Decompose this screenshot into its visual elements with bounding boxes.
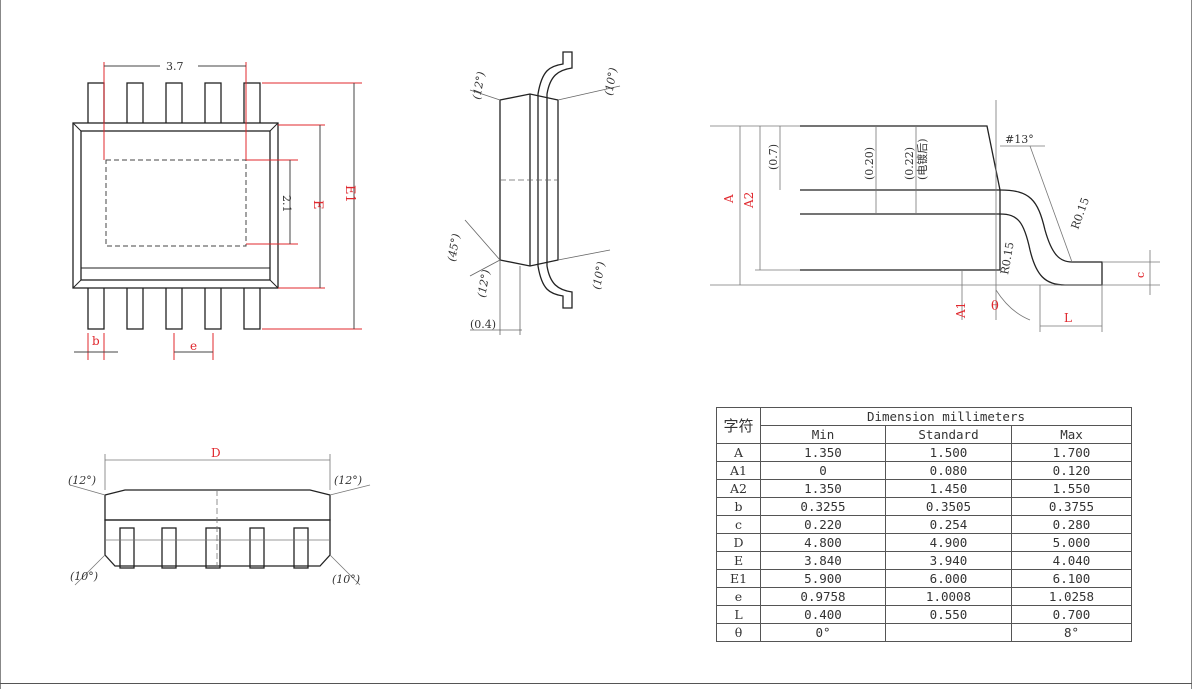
row-standard: 4.900 xyxy=(885,533,1012,552)
side-angle-bottom-left: (12°) xyxy=(475,269,493,299)
row-symbol: c xyxy=(716,515,761,534)
row-symbol: θ xyxy=(716,623,761,642)
side-view: (12°) (10°) (45°) (12°) (10°) (0.4) xyxy=(445,51,621,335)
row-min: 5.900 xyxy=(760,569,886,588)
row-standard: 1.450 xyxy=(885,479,1012,498)
bottom-view: D (12°) (12°) (10°) (10°) xyxy=(68,446,371,586)
row-min: 0.220 xyxy=(760,515,886,534)
dim-theta-label: θ xyxy=(991,299,999,314)
pad-height-label: 2.1 xyxy=(280,195,293,213)
dim-a-label: A xyxy=(722,194,736,204)
dim-c-label: c xyxy=(1134,272,1147,278)
row-max: 1.550 xyxy=(1011,479,1132,498)
symbol-header: 字符 xyxy=(716,407,761,444)
row-min: 1.350 xyxy=(760,443,886,462)
col-max-header: Max xyxy=(1011,425,1132,444)
side-angle-45: (45°) xyxy=(445,233,463,263)
row-min: 1.350 xyxy=(760,479,886,498)
row-standard: 6.000 xyxy=(885,569,1012,588)
side-angle-bottom-right: (10°) xyxy=(590,261,608,291)
dim-a2-label: A2 xyxy=(742,192,756,209)
row-min: 0.3255 xyxy=(760,497,886,516)
row-standard xyxy=(885,623,1012,642)
row-max: 1.700 xyxy=(1011,443,1132,462)
dim-b-label: b xyxy=(92,334,100,348)
row-standard: 1.0008 xyxy=(885,587,1012,606)
bottom-angle-br: (10°) xyxy=(332,573,360,586)
bottom-angle-tr: (12°) xyxy=(334,474,362,487)
dim-022-label: (0.22) xyxy=(903,147,916,180)
profile-view: A A2 A1 θ L c (0.7) (0.20) (0.22) (电镀后) … xyxy=(710,100,1160,332)
row-standard: 0.080 xyxy=(885,461,1012,480)
dim-pitch-label: e xyxy=(190,339,197,353)
row-standard: 0.550 xyxy=(885,605,1012,624)
row-symbol: L xyxy=(716,605,761,624)
row-max: 6.100 xyxy=(1011,569,1132,588)
row-standard: 0.254 xyxy=(885,515,1012,534)
dim-a1-label: A1 xyxy=(954,302,968,319)
row-min: 0 xyxy=(760,461,886,480)
row-symbol: e xyxy=(716,587,761,606)
row-min: 0° xyxy=(760,623,886,642)
dim-e1-label: E1 xyxy=(342,185,357,203)
row-symbol: E xyxy=(716,551,761,570)
top-view: 3.7 2.1 E E1 b e xyxy=(72,58,362,360)
bottom-angle-tl: (12°) xyxy=(68,474,96,487)
row-max: 5.000 xyxy=(1011,533,1132,552)
row-symbol: A2 xyxy=(716,479,761,498)
dim-e-label: E xyxy=(310,200,325,210)
side-foot-label: (0.4) xyxy=(470,318,496,331)
row-symbol: A1 xyxy=(716,461,761,480)
row-min: 0.9758 xyxy=(760,587,886,606)
row-standard: 0.3505 xyxy=(885,497,1012,516)
title-block-rule xyxy=(0,683,1192,684)
row-max: 4.040 xyxy=(1011,551,1132,570)
dim-l-label: L xyxy=(1064,311,1072,325)
dim-07-label: (0.7) xyxy=(767,144,780,170)
row-max: 0.120 xyxy=(1011,461,1132,480)
radius-top-label: R0.15 xyxy=(1069,196,1092,231)
body-width-label: 3.7 xyxy=(166,60,184,73)
row-max: 0.280 xyxy=(1011,515,1132,534)
row-standard: 1.500 xyxy=(885,443,1012,462)
bottom-angle-bl: (10°) xyxy=(70,570,98,583)
row-standard: 3.940 xyxy=(885,551,1012,570)
side-angle-top-left: (12°) xyxy=(470,71,488,101)
row-symbol: E1 xyxy=(716,569,761,588)
row-symbol: A xyxy=(716,443,761,462)
radius-bottom-label: R0.15 xyxy=(998,241,1016,276)
dim-020-label: (0.20) xyxy=(863,147,876,180)
row-min: 0.400 xyxy=(760,605,886,624)
dim-d-label: D xyxy=(211,446,221,460)
row-max: 0.700 xyxy=(1011,605,1132,624)
dimension-table: 字符 Dimension millimeters Min Standard Ma… xyxy=(716,407,1132,642)
col-min-header: Min xyxy=(760,425,886,444)
angle-13-label: #13° xyxy=(1005,133,1034,146)
row-max: 8° xyxy=(1011,623,1132,642)
row-max: 1.0258 xyxy=(1011,587,1132,606)
dim-022-note: (电镀后) xyxy=(915,138,929,180)
side-angle-top-right: (10°) xyxy=(602,67,620,97)
row-max: 0.3755 xyxy=(1011,497,1132,516)
group-header: Dimension millimeters xyxy=(760,407,1132,426)
row-symbol: b xyxy=(716,497,761,516)
row-min: 4.800 xyxy=(760,533,886,552)
row-symbol: D xyxy=(716,533,761,552)
col-standard-header: Standard xyxy=(885,425,1012,444)
row-min: 3.840 xyxy=(760,551,886,570)
